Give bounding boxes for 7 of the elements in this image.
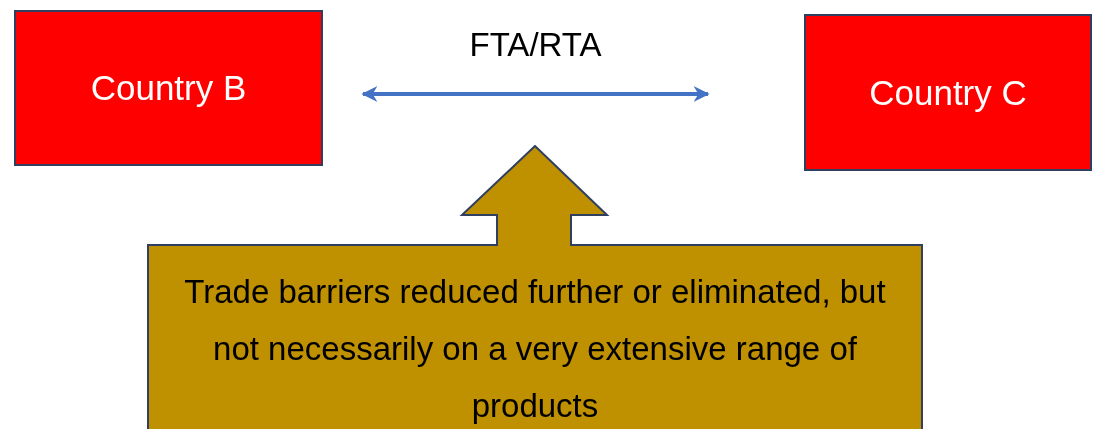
country-box xyxy=(804,14,1092,171)
up-arrow-callout xyxy=(147,145,923,429)
country-label: Country C xyxy=(869,72,1027,113)
country-label: Country B xyxy=(90,68,247,108)
country-box xyxy=(14,10,323,166)
double-headed-arrow xyxy=(361,86,710,102)
callout-text: Trade barriers reduced further or eliminated, but not necessarily on a very extensive range of products xyxy=(183,272,887,426)
